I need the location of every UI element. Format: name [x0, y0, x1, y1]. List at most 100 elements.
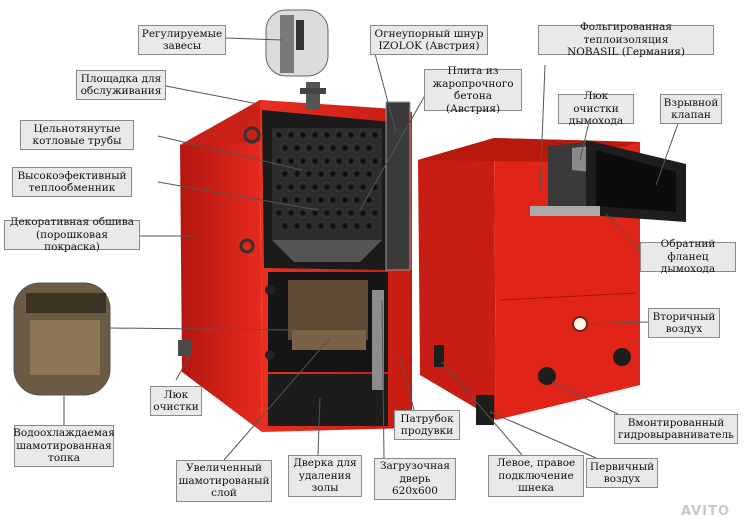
tube-hole — [274, 208, 284, 218]
leader-line — [157, 135, 303, 171]
tube-hole — [334, 156, 344, 166]
tube-hole — [304, 221, 314, 231]
right-boiler-side-panel — [418, 138, 496, 420]
panel-seam — [499, 292, 637, 301]
tube-hole — [352, 169, 362, 179]
left-boiler — [178, 82, 412, 432]
leader-line — [655, 117, 681, 186]
tube-hole — [322, 208, 332, 218]
label-refractory-cord: Огнеупорный шнур IZOLOK (Австрия) — [370, 25, 488, 55]
flue-hatch — [572, 146, 590, 172]
leader-line — [157, 181, 319, 211]
heat-exchanger-wedge — [272, 240, 382, 262]
tube-hole — [328, 143, 338, 153]
leader-line — [109, 327, 293, 331]
leader-line — [317, 397, 321, 456]
leader-line — [373, 49, 397, 133]
tube-hole — [298, 208, 308, 218]
flue-flange-inner — [596, 150, 676, 212]
label-heat-exchanger: Высокоэфективный теплообменник — [12, 167, 132, 197]
tube-hole — [340, 143, 350, 153]
handle — [265, 285, 275, 295]
tube-hole — [340, 195, 350, 205]
auger-connection — [476, 395, 494, 425]
label-seamless-tubes: Цельнотянутые котловые трубы — [20, 120, 134, 150]
label-secondary-air: Вторичный воздух — [648, 308, 720, 338]
tube-hole — [280, 143, 290, 153]
label-auger-connection: Левое, правое подключение шнека — [488, 455, 584, 497]
tube-hole — [292, 195, 302, 205]
tube-hole — [316, 221, 326, 231]
tube-hole — [304, 195, 314, 205]
tube-hole — [310, 208, 320, 218]
label-purge-pipe: Патрубок продувки — [394, 410, 460, 440]
label-decorative-cladding: Декоративная обшива (порошковая покраска… — [4, 216, 140, 253]
right-boiler — [418, 138, 686, 425]
label-concrete-slab: Плита из жаропрочного бетона (Австрия) — [424, 65, 522, 115]
tube-hole — [340, 221, 350, 231]
label-chamotte-layer: Увеличенный шамотированый слой — [176, 460, 272, 502]
tube-hole — [292, 221, 302, 231]
leader-line — [359, 89, 429, 211]
tube-hole — [328, 169, 338, 179]
tube-hole — [334, 130, 344, 140]
left-boiler-side-panel — [180, 100, 262, 432]
label-primary-air: Первичный воздух — [586, 458, 658, 488]
tube-hole — [316, 195, 326, 205]
tube-hole — [370, 208, 380, 218]
tube-hole — [298, 130, 308, 140]
tube-hole — [346, 130, 356, 140]
boiler-tubes — [274, 130, 380, 231]
tube-hole — [280, 195, 290, 205]
label-service-platform: Площадка для обслуживания — [76, 70, 166, 100]
handle — [243, 126, 261, 144]
handle — [239, 238, 255, 254]
leader-line — [441, 361, 523, 456]
ash-door — [268, 374, 388, 426]
tube-hole — [304, 169, 314, 179]
tube-hole — [352, 143, 362, 153]
tube-hole — [274, 130, 284, 140]
tube-hole — [286, 130, 296, 140]
tube-hole — [292, 169, 302, 179]
watermark: AVITO — [681, 504, 730, 519]
tube-hole — [358, 208, 368, 218]
tube-hole — [274, 182, 284, 192]
tube-hole — [310, 130, 320, 140]
door-hinge-bar — [372, 290, 384, 390]
leader-line — [175, 354, 191, 381]
leader-line — [399, 357, 415, 411]
tube-hole — [298, 182, 308, 192]
leader-line — [551, 381, 631, 421]
label-foil-insulation: Фольгированная теплоизоляция NOBASIL (Ге… — [538, 21, 714, 58]
tube-hole — [340, 169, 350, 179]
tube-hole — [298, 156, 308, 166]
tube-hole — [358, 182, 368, 192]
tube-hole — [370, 130, 380, 140]
tube-hole — [316, 169, 326, 179]
tube-hole — [280, 221, 290, 231]
tube-hole — [310, 182, 320, 192]
leader-line — [489, 411, 597, 459]
tube-hole — [358, 156, 368, 166]
tube-hole — [322, 182, 332, 192]
tube-hole — [322, 130, 332, 140]
chimney-pipe — [306, 82, 320, 110]
upper-door-panel — [385, 101, 411, 271]
tube-hole — [346, 182, 356, 192]
leader-line — [225, 37, 283, 41]
tube-hole — [292, 143, 302, 153]
tube-hole — [322, 156, 332, 166]
tube-hole — [328, 221, 338, 231]
tube-hole — [352, 195, 362, 205]
tube-hole — [334, 208, 344, 218]
tube-hole — [316, 143, 326, 153]
tube-hole — [358, 130, 368, 140]
tube-hole — [364, 195, 374, 205]
leader-line — [539, 64, 546, 193]
secondary-air-hole — [572, 316, 588, 332]
tube-hole — [346, 156, 356, 166]
tube-hole — [334, 182, 344, 192]
handle — [265, 350, 275, 360]
